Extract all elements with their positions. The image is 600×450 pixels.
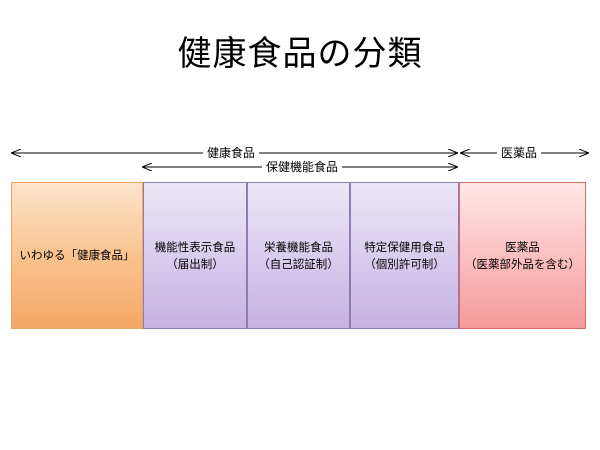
box-so-called-health-food: いわゆる「健康食品」 <box>11 182 143 329</box>
medicine-label: 医薬品 <box>497 146 542 160</box>
box-medicine: 医薬品 （医薬部外品を含む） <box>459 182 586 329</box>
box-foshu: 特定保健用食品 （個別許可制） <box>350 182 459 329</box>
health-food-label: 健康食品 <box>203 146 260 160</box>
page-title: 健康食品の分類 <box>177 34 423 74</box>
box-functional-claim-food: 機能性表示食品 （届出制） <box>143 182 247 329</box>
box-label: 特定保健用食品 <box>364 239 445 254</box>
box-label: 栄養機能食品 <box>264 239 333 254</box>
box-label: いわゆる「健康食品」 <box>19 248 135 262</box>
box-label: 医薬品 <box>505 239 540 254</box>
box-label: 機能性表示食品 <box>154 239 236 254</box>
box-sublabel: （医薬部外品を含む） <box>465 256 580 271</box>
box-nutrient-function-food: 栄養機能食品 （自己認証制） <box>247 182 350 329</box>
box-sublabel: （個別許可制） <box>364 256 445 271</box>
box-sublabel: （自己認証制） <box>258 256 339 271</box>
functional-food-label: 保健機能食品 <box>262 160 343 174</box>
box-sublabel: （届出制） <box>166 256 224 271</box>
